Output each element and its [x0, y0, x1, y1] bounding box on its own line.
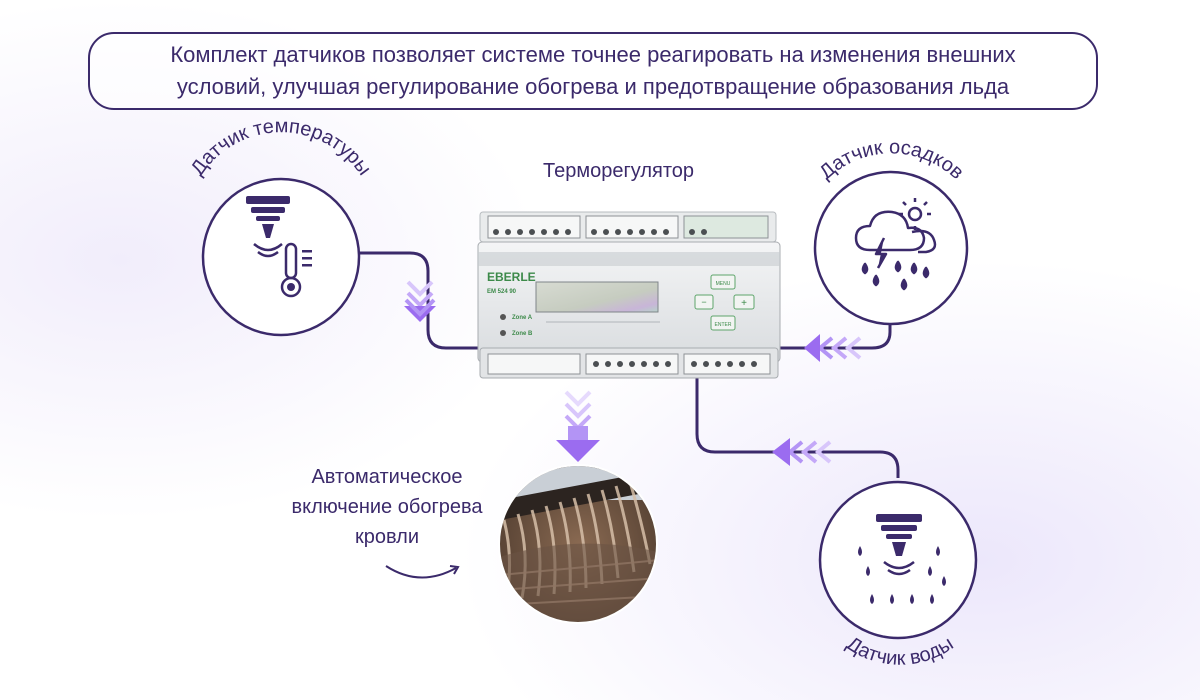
arrow-water	[772, 438, 832, 466]
device-model: EM 524 90	[487, 289, 517, 295]
svg-text:+: +	[741, 298, 747, 309]
svg-text:−: −	[701, 297, 706, 307]
caption-arrow	[385, 565, 457, 579]
connection-lines	[358, 251, 900, 478]
arrow-temperature	[404, 280, 436, 322]
info-banner: Комплект датчиков позволяет системе точн…	[88, 32, 1098, 110]
water-sensor: Датчик воды	[818, 480, 978, 670]
thermoregulator-device: EBERLE EM 524 90 Zone A Zone B MENU − + …	[477, 211, 781, 379]
precipitation-sensor: Датчик осадков	[813, 136, 969, 326]
minus-button	[694, 294, 714, 310]
temperature-sensor-icon	[246, 196, 312, 298]
line-temperature	[358, 251, 490, 350]
menu-button	[710, 274, 736, 290]
arrow-output	[556, 390, 600, 462]
storm-cloud-icon	[854, 198, 937, 291]
enter-button	[710, 315, 736, 331]
water-sensor-icon	[858, 514, 946, 604]
arrow-precipitation	[804, 334, 862, 362]
zone-a-label: Zone A	[512, 315, 533, 321]
svg-text:MENU: MENU	[716, 281, 731, 287]
plus-button	[733, 294, 755, 310]
banner-line-1: Комплект датчиков позволяет системе точн…	[170, 42, 1016, 67]
zone-b-label: Zone B	[512, 331, 533, 337]
caption-line-3: кровли	[354, 526, 419, 548]
temperature-sensor: Датчик температуры	[187, 115, 376, 337]
roof-heating-caption: Автоматическое включение обогрева кровли	[262, 462, 512, 552]
temperature-sensor-label: Датчик температуры	[187, 115, 376, 179]
caption-line-2: включение обогрева	[291, 496, 483, 518]
roof-photo	[498, 464, 658, 624]
line-precipitation	[778, 300, 892, 350]
svg-text:ENTER: ENTER	[715, 322, 732, 328]
banner-line-2: условий, улучшая регулирование обогрева …	[176, 74, 1010, 99]
caption-line-1: Автоматическое	[311, 466, 463, 488]
controller-title: Терморегулятор	[543, 160, 694, 182]
device-brand: EBERLE	[487, 270, 536, 284]
line-water	[695, 372, 900, 478]
